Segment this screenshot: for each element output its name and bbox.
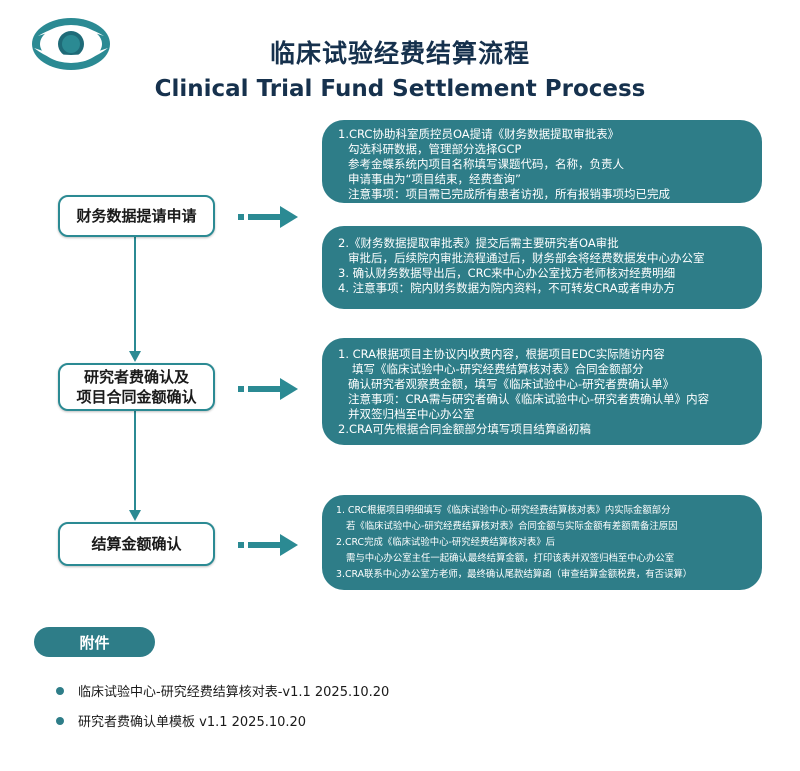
- connector-line-2-3: [134, 411, 136, 512]
- step-2-label-line2: 项目合同金额确认: [76, 388, 197, 406]
- panel-4-line-2: 若《临床试验中心-研究经费结算核对表》合同金额与实际金额有差额需备注原因: [346, 521, 678, 532]
- panel-3-line-5: 并双签归档至中心办公室: [348, 407, 475, 421]
- panel-3-line-2: 填写《临床试验中心-研究经费结算核对表》合同金额部分: [352, 362, 644, 376]
- bullet-dot-icon: [56, 686, 64, 695]
- panel-2-line-1: 2.《财务数据提取审批表》提交后需主要研究者OA审批: [338, 236, 619, 250]
- connector-arrowhead-1-2: [129, 351, 141, 362]
- step-financial-data-request: 财务数据提请申请: [58, 195, 215, 237]
- panel-3-line-4: 注意事项：CRA需与研究者确认《临床试验中心-研究者费确认单》内容: [348, 392, 710, 406]
- attachments-badge: 附件: [34, 627, 155, 657]
- panel-3-line-6: 2.CRA可先根据合同金额部分填写项目结算函初稿: [338, 422, 591, 436]
- panel-3-line-1: 1. CRA根据项目主协议内收费内容，根据项目EDC实际随访内容: [338, 347, 665, 361]
- arrow-to-panel-4: [238, 534, 298, 556]
- panel-2-line-4: 4. 注意事项：院内财务数据为院内资料，不可转发CRA或者申办方: [338, 281, 676, 295]
- step-2-label-line1: 研究者费确认及: [83, 367, 189, 386]
- bullet-dot-icon: [56, 716, 64, 725]
- connector-line-1-2: [134, 237, 136, 353]
- step-1-label: 财务数据提请申请: [76, 206, 197, 225]
- panel-3-line-3: 确认研究者观察费金额，填写《临床试验中心-研究者费确认单》: [348, 377, 675, 391]
- attachment-item-2[interactable]: 研究者费确认单模板 v1.1 2025.10.20: [56, 711, 306, 730]
- arrow-to-panel-1: [238, 206, 298, 228]
- panel-4-line-5: 3.CRA联系中心办公室方老师，最终确认尾款结算函（审查结算金额税费，有否误算）: [336, 569, 693, 580]
- panel-1-line-3: 参考金蝶系统内项目名称填写课题代码，名称，负责人: [348, 157, 624, 171]
- page-title-chinese: 临床试验经费结算流程: [269, 39, 530, 68]
- hospital-logo-icon: [32, 18, 110, 70]
- panel-4-line-3: 2.CRC完成《临床试验中心-研究经费结算核对表》后: [336, 537, 555, 548]
- attachment-item-1[interactable]: 临床试验中心-研究经费结算核对表-v1.1 2025.10.20: [56, 681, 389, 700]
- panel-2-line-2: 审批后，后续院内审批流程通过后，财务部会将经费数据发中心办公室: [348, 251, 705, 265]
- page-title-english: Clinical Trial Fund Settlement Process: [154, 76, 646, 102]
- panel-1-line-4: 申请事由为“项目结束，经费查询”: [348, 172, 521, 186]
- panel-1-line-2: 勾选科研数据，管理部分选择GCP: [348, 142, 522, 156]
- attachment-item-1-label: 临床试验中心-研究经费结算核对表-v1.1 2025.10.20: [78, 685, 390, 700]
- panel-1-line-5: 注意事项：项目需已完成所有患者访视，所有报销事项均已完成: [348, 187, 670, 201]
- panel-settlement-details: 1. CRC根据项目明细填写《临床试验中心-研究经费结算核对表》内实际金额部分 …: [322, 495, 762, 590]
- panel-2-line-3: 3. 确认财务数据导出后，CRC来中心办公室找方老师核对经费明细: [338, 266, 676, 280]
- attachment-item-2-label: 研究者费确认单模板 v1.1 2025.10.20: [78, 715, 307, 730]
- panel-approval-details: 2.《财务数据提取审批表》提交后需主要研究者OA审批 审批后，后续院内审批流程通…: [322, 226, 762, 309]
- panel-1-line-1: 1.CRC协助科室质控员OA提请《财务数据提取审批表》: [338, 127, 620, 141]
- step-3-label: 结算金额确认: [91, 534, 182, 553]
- panel-financial-request-details: 1.CRC协助科室质控员OA提请《财务数据提取审批表》 勾选科研数据，管理部分选…: [322, 120, 762, 203]
- panel-4-line-1: 1. CRC根据项目明细填写《临床试验中心-研究经费结算核对表》内实际金额部分: [336, 505, 671, 516]
- connector-arrowhead-2-3: [129, 510, 141, 521]
- step-investigator-fee-confirmation: 研究者费确认及 项目合同金额确认: [58, 363, 215, 411]
- step-settlement-amount-confirmation: 结算金额确认: [58, 522, 215, 566]
- arrow-to-panel-3: [238, 378, 298, 400]
- panel-4-line-4: 需与中心办公室主任一起确认最终结算金额，打印该表并双签归档至中心办公室: [346, 553, 675, 564]
- panel-fee-confirmation-details: 1. CRA根据项目主协议内收费内容，根据项目EDC实际随访内容 填写《临床试验…: [322, 338, 762, 445]
